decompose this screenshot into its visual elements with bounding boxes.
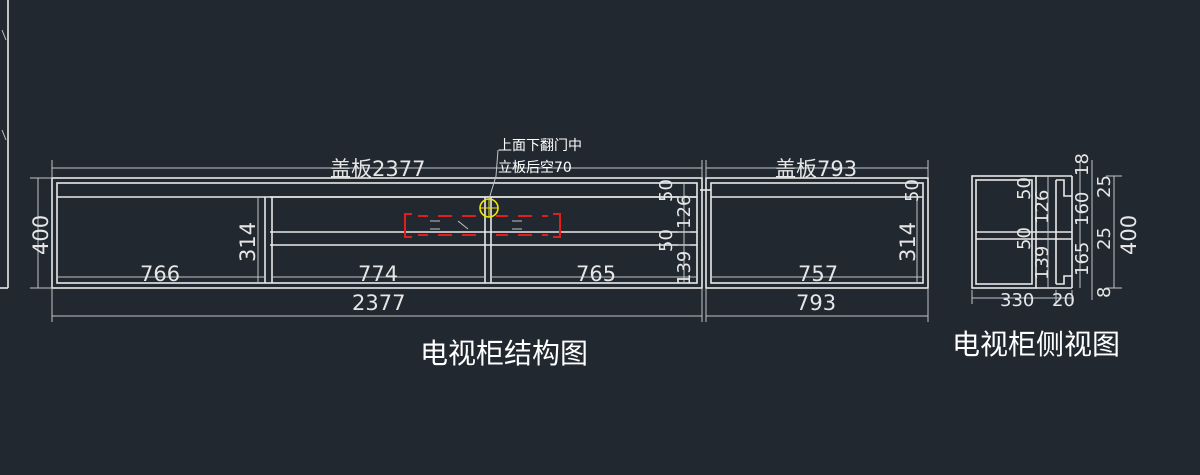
- dim-314-right: 314: [896, 222, 920, 262]
- right-cover-label: 盖板793: [775, 157, 857, 181]
- side-view: [971, 160, 1122, 304]
- side-dim-400: 400: [1117, 215, 1141, 255]
- side-dim-165: 165: [1072, 242, 1093, 276]
- structure-title: 电视柜结构图: [420, 337, 588, 370]
- dim-126: 126: [674, 195, 695, 229]
- left-cover-label: 盖板2377: [330, 157, 425, 181]
- dim-774: 774: [358, 262, 398, 286]
- side-dim-330: 330: [1000, 290, 1034, 311]
- side-dim-18: 18: [1072, 153, 1093, 176]
- side-dim-25-mid: 25: [1094, 227, 1115, 250]
- dim-139: 139: [674, 251, 695, 285]
- side-dim-50-top: 50: [1014, 177, 1035, 200]
- side-view-title: 电视柜侧视图: [952, 328, 1120, 361]
- dim-314-left: 314: [236, 222, 260, 262]
- top-dimensions: [51, 160, 929, 178]
- front-structure-right: [700, 177, 929, 289]
- dim-50-mid: 50: [656, 229, 677, 252]
- dim-total-2377: 2377: [352, 291, 405, 315]
- side-dim-20: 20: [1052, 290, 1075, 311]
- note-line-2: 立板后空70: [498, 160, 572, 176]
- dim-765: 765: [576, 262, 616, 286]
- left-vertical-dimensions: [30, 177, 918, 289]
- side-dim-8: 8: [1094, 287, 1115, 298]
- bottom-dimensions: [51, 276, 929, 322]
- dim-400-left: 400: [29, 215, 53, 255]
- left-edge-frame: [0, 0, 9, 289]
- front-structure-left: [51, 177, 703, 289]
- note-line-1: 上面下翻门中: [498, 138, 582, 154]
- side-dim-50-mid: 50: [1014, 227, 1035, 250]
- flap-door-marking: [404, 213, 561, 238]
- dim-757: 757: [798, 262, 838, 286]
- dim-766: 766: [140, 262, 180, 286]
- dim-total-793: 793: [796, 291, 836, 315]
- side-dim-25-top: 25: [1094, 175, 1115, 198]
- dim-50-right: 50: [902, 179, 923, 202]
- side-dim-139: 139: [1032, 246, 1053, 280]
- note-marker: [479, 149, 499, 218]
- side-dim-126: 126: [1032, 190, 1053, 224]
- dim-50-top: 50: [656, 179, 677, 202]
- side-dim-160: 160: [1072, 192, 1093, 226]
